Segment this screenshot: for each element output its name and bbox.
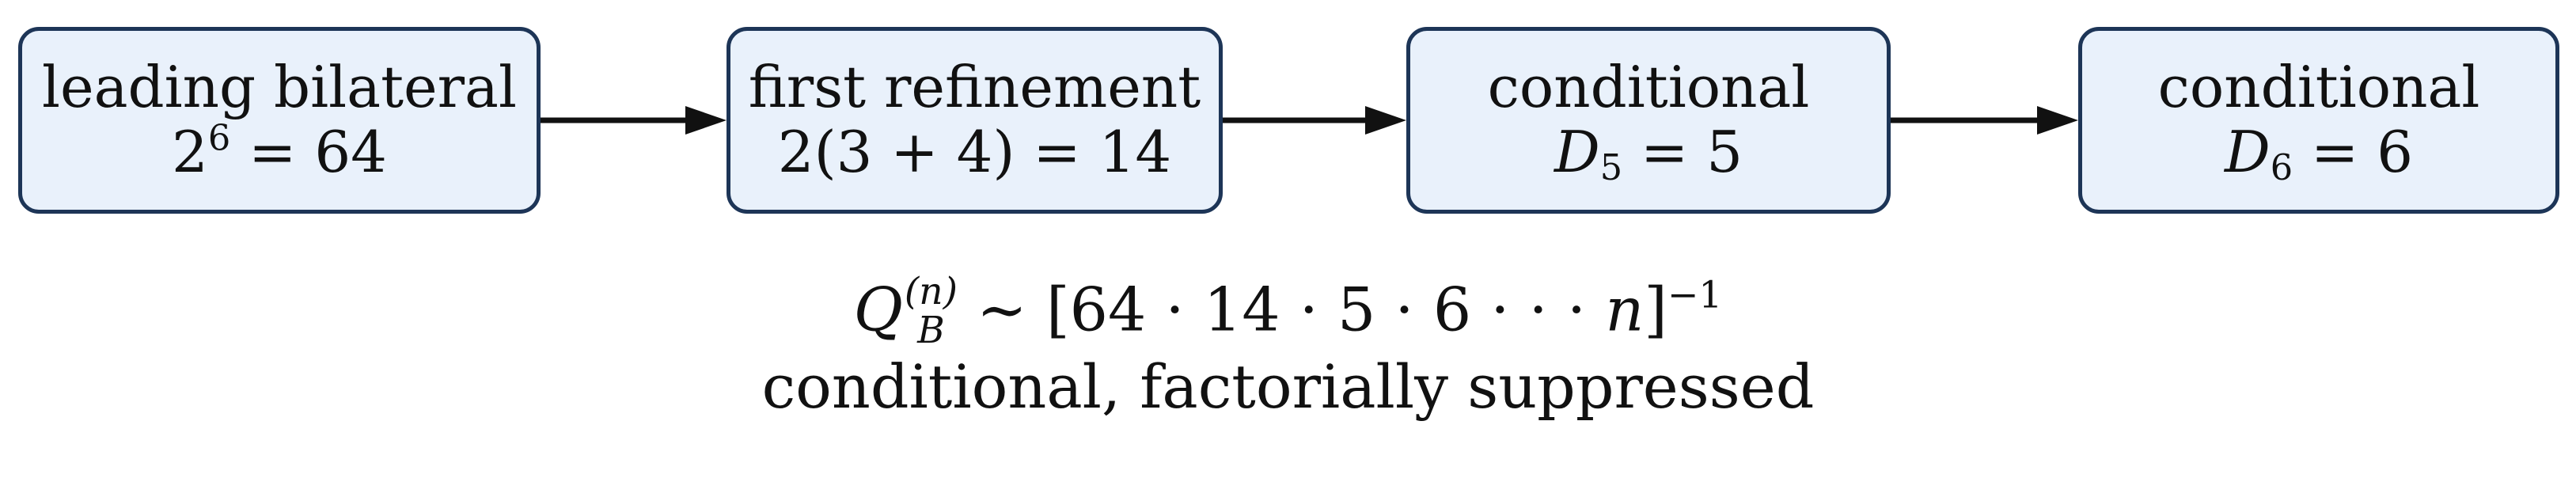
formula-subscript: 6 (2270, 146, 2293, 188)
node-conditional-d6: conditional D6 = 6 (2078, 27, 2559, 214)
arrow-3-to-4 (1891, 106, 2078, 135)
summary-relation: ∼ [64 · 14 · 5 · 6 · · · (958, 274, 1606, 345)
node-formula: 26 = 64 (172, 119, 387, 185)
summary-formula: Q(n)B ∼ [64 · 14 · 5 · 6 · · · n]−1 (0, 272, 2576, 354)
node-label: leading bilateral (41, 54, 517, 121)
node-formula: D5 = 5 (1554, 119, 1743, 185)
arrow-1-to-2 (541, 106, 727, 135)
formula-symbol: D (2224, 119, 2271, 185)
formula-rest: = 6 (2293, 119, 2414, 185)
node-first-refinement: first refinement 2(3 + 4) = 14 (727, 27, 1223, 214)
arrow-2-to-3 (1223, 106, 1406, 135)
formula-symbol: D (1554, 119, 1600, 185)
summary-symbol: Q (853, 274, 903, 345)
formula-subscript: 5 (1599, 146, 1623, 188)
node-label: conditional (1487, 54, 1810, 121)
formula-rest: = 64 (230, 119, 387, 185)
formula-exponent: 6 (207, 117, 231, 159)
formula-rest: = 5 (1622, 119, 1743, 185)
node-label: conditional (2157, 54, 2480, 121)
summary-variable: n (1605, 274, 1645, 345)
summary-subscript: B (917, 309, 945, 353)
node-formula: D6 = 6 (2224, 119, 2414, 185)
node-label: first refinement (748, 54, 1201, 121)
summary-scripts: (n)B (905, 272, 958, 351)
formula-base: 2 (172, 119, 208, 185)
node-leading-bilateral: leading bilateral 26 = 64 (18, 27, 541, 214)
summary-block: Q(n)B ∼ [64 · 14 · 5 · 6 · · · n]−1 cond… (0, 272, 2576, 422)
node-formula: 2(3 + 4) = 14 (777, 119, 1172, 185)
summary-close: ] (1644, 274, 1667, 345)
summary-caption: conditional, factorially suppressed (761, 351, 1815, 422)
node-conditional-d5: conditional D5 = 5 (1406, 27, 1891, 214)
summary-exponent: −1 (1667, 273, 1723, 317)
summary-superscript: (n) (904, 270, 958, 313)
